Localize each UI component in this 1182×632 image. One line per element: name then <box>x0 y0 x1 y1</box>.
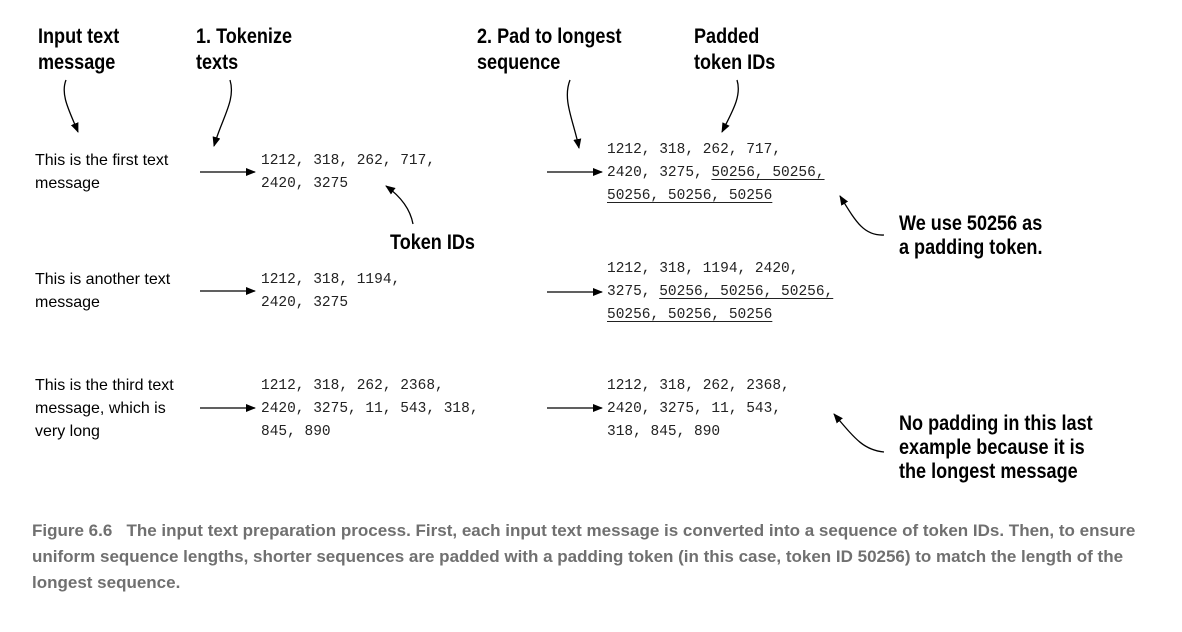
header-tokenize-pointer-arrow <box>212 79 232 147</box>
row3-token-ids: 1212, 318, 262, 2368, 2420, 3275, 11, 54… <box>261 378 479 440</box>
row2-message: This is another text message <box>35 271 171 311</box>
header-input-pointer-arrow <box>63 79 79 133</box>
header-tokenize-texts: 1. Tokenize texts <box>196 25 293 74</box>
padded-line: 50256, 50256, 50256 <box>607 304 833 327</box>
figure-caption: Figure 6.6 The input text preparation pr… <box>32 518 1142 596</box>
padded-line: 1212, 318, 1194, 2420, <box>607 258 833 281</box>
token-segment: 318, 845, 890 <box>607 424 721 440</box>
header-input-text-message: Input text message <box>38 25 120 74</box>
no-padding-annotation: No padding in this last example because … <box>899 412 1093 483</box>
token-segment: 1212, 318, 1194, 2420, <box>607 261 799 277</box>
header-padded-pointer-arrow <box>721 79 739 133</box>
caption-text: The input text preparation process. Firs… <box>32 521 1136 592</box>
header-pad-to-longest: 2. Pad to longest sequence <box>477 25 622 74</box>
header-pad-pointer-arrow <box>566 79 582 149</box>
token-segment: 1212, 318, 262, 717, <box>607 142 782 158</box>
token-segment: 2420, 3275, 11, 543, <box>607 401 782 417</box>
padding-tokens: 50256, 50256, <box>711 165 825 181</box>
row2-padded-token-ids: 1212, 318, 1194, 2420, 3275, 50256, 50256… <box>607 258 833 327</box>
token-ids-annotation: Token IDs <box>390 231 475 254</box>
padded-line: 1212, 318, 262, 2368, <box>607 375 790 398</box>
padding-tokens: 50256, 50256, 50256 <box>607 188 773 204</box>
padded-line: 318, 845, 890 <box>607 421 790 444</box>
row3-padded-token-ids: 1212, 318, 262, 2368, 2420, 3275, 11, 543… <box>607 375 790 444</box>
token-segment: 1212, 318, 262, 2368, <box>607 378 790 394</box>
padded-line: 2420, 3275, 50256, 50256, <box>607 162 825 185</box>
padded-line: 2420, 3275, 11, 543, <box>607 398 790 421</box>
row2-token-ids: 1212, 318, 1194, 2420, 3275 <box>261 272 401 311</box>
row1-token-ids: 1212, 318, 262, 717, 2420, 3275 <box>261 153 436 192</box>
token-segment: 3275, <box>607 284 660 300</box>
figure-number: Figure 6.6 <box>32 521 113 540</box>
padded-line: 50256, 50256, 50256 <box>607 185 825 208</box>
token-segment: 2420, 3275, <box>607 165 712 181</box>
row1-padded-token-ids: 1212, 318, 262, 717, 2420, 3275, 50256, 5… <box>607 139 825 208</box>
padding-tokens: 50256, 50256, 50256, <box>659 284 834 300</box>
padding-tokens: 50256, 50256, 50256 <box>607 307 773 323</box>
padded-line: 1212, 318, 262, 717, <box>607 139 825 162</box>
padded-line: 3275, 50256, 50256, 50256, <box>607 281 833 304</box>
row3-message: This is the third text message, which is… <box>35 377 174 440</box>
token-ids-pointer-arrow <box>385 185 414 225</box>
padding-token-annotation: We use 50256 as a padding token. <box>899 212 1043 259</box>
padding-token-pointer-arrow <box>839 195 885 236</box>
row1-message: This is the first text message <box>35 152 169 192</box>
header-padded-token-ids: Padded token IDs <box>694 25 776 74</box>
no-padding-pointer-arrow <box>833 413 885 453</box>
